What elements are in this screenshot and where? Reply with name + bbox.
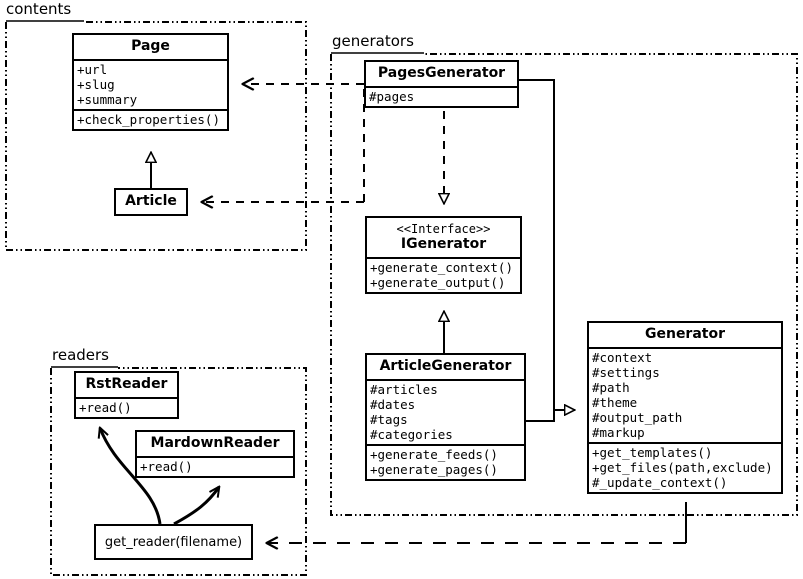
attribute: #categories [370,427,453,442]
attribute: #articles [370,382,438,397]
attribute: #tags [370,412,408,427]
attribute: #theme [592,395,638,410]
usage-get-reader-to-mardownreader [173,487,219,526]
class-name-text-igenerator: IGenerator [400,236,487,252]
class-box-pages-generator[interactable]: PagesGenerator #pages [364,60,519,108]
operation: +generate_context() [370,260,513,275]
operation: +read() [140,459,193,474]
class-name-igenerator: <<Interface>> IGenerator [367,218,520,257]
attribute: #settings [592,365,660,380]
class-name-page: Page [131,38,170,54]
class-attributes-pages-generator: #pages [366,86,517,106]
package-frame-contents [5,21,307,251]
class-attributes-generator: #context #settings #path #theme #output_… [589,347,781,442]
class-name-article: Article [125,193,177,209]
operation: +generate_output() [370,275,506,290]
function-box-get-reader[interactable]: get_reader(filename) [94,524,253,560]
class-box-igenerator[interactable]: <<Interface>> IGenerator +generate_conte… [365,216,522,294]
attribute: +slug [77,77,115,92]
operation: #_update_context() [592,475,728,490]
package-frame-readers [50,367,307,576]
generalization-articlegenerator-to-generator [526,410,555,422]
usage-get-reader-to-rstreader [100,428,162,525]
class-box-article[interactable]: Article [114,188,188,216]
class-stereotype-igenerator: <<Interface>> [396,222,491,236]
class-operations-mardown-reader: +read() [137,456,293,476]
class-box-article-generator[interactable]: ArticleGenerator #articles #dates #tags … [365,353,526,481]
class-name-rst-reader: RstReader [85,376,168,392]
operation: +get_templates() [592,445,713,460]
operation: +generate_feeds() [370,447,498,462]
class-box-mardown-reader[interactable]: MardownReader +read() [135,430,295,478]
class-box-page[interactable]: Page +url +slug +summary +check_properti… [72,33,229,131]
class-attributes-page: +url +slug +summary [74,59,227,109]
attribute: #context [592,350,653,365]
attribute: #markup [592,425,645,440]
class-box-generator[interactable]: Generator #context #settings #path #them… [587,321,783,494]
package-label-contents: contents [4,0,74,18]
operation: +get_files(path,exclude) [592,460,773,475]
class-operations-generator: +get_templates() +get_files(path,exclude… [589,442,781,492]
generalization-pagesgenerator-to-generator [519,79,575,410]
class-name-mardown-reader: MardownReader [150,435,280,451]
class-box-rst-reader[interactable]: RstReader +read() [74,371,179,419]
class-operations-igenerator: +generate_context() +generate_output() [367,257,520,292]
attribute: #output_path [592,410,683,425]
attribute: #pages [369,89,415,104]
package-label-readers: readers [50,346,111,364]
operation: +generate_pages() [370,462,498,477]
class-operations-rst-reader: +read() [76,397,177,417]
class-name-generator: Generator [644,326,725,342]
operation: +read() [79,400,132,415]
attribute: +summary [77,92,138,107]
package-frame-generators [330,53,798,516]
class-attributes-article-generator: #articles #dates #tags #categories [367,379,524,444]
class-name-article-generator: ArticleGenerator [379,358,512,374]
operation: +check_properties() [77,112,220,127]
package-label-generators: generators [330,32,416,50]
attribute: +url [77,62,108,77]
class-name-pages-generator: PagesGenerator [377,65,506,81]
attribute: #path [592,380,630,395]
class-operations-article-generator: +generate_feeds() +generate_pages() [367,444,524,479]
class-operations-page: +check_properties() [74,109,227,129]
attribute: #dates [370,397,416,412]
function-label-get-reader: get_reader(filename) [104,534,243,550]
